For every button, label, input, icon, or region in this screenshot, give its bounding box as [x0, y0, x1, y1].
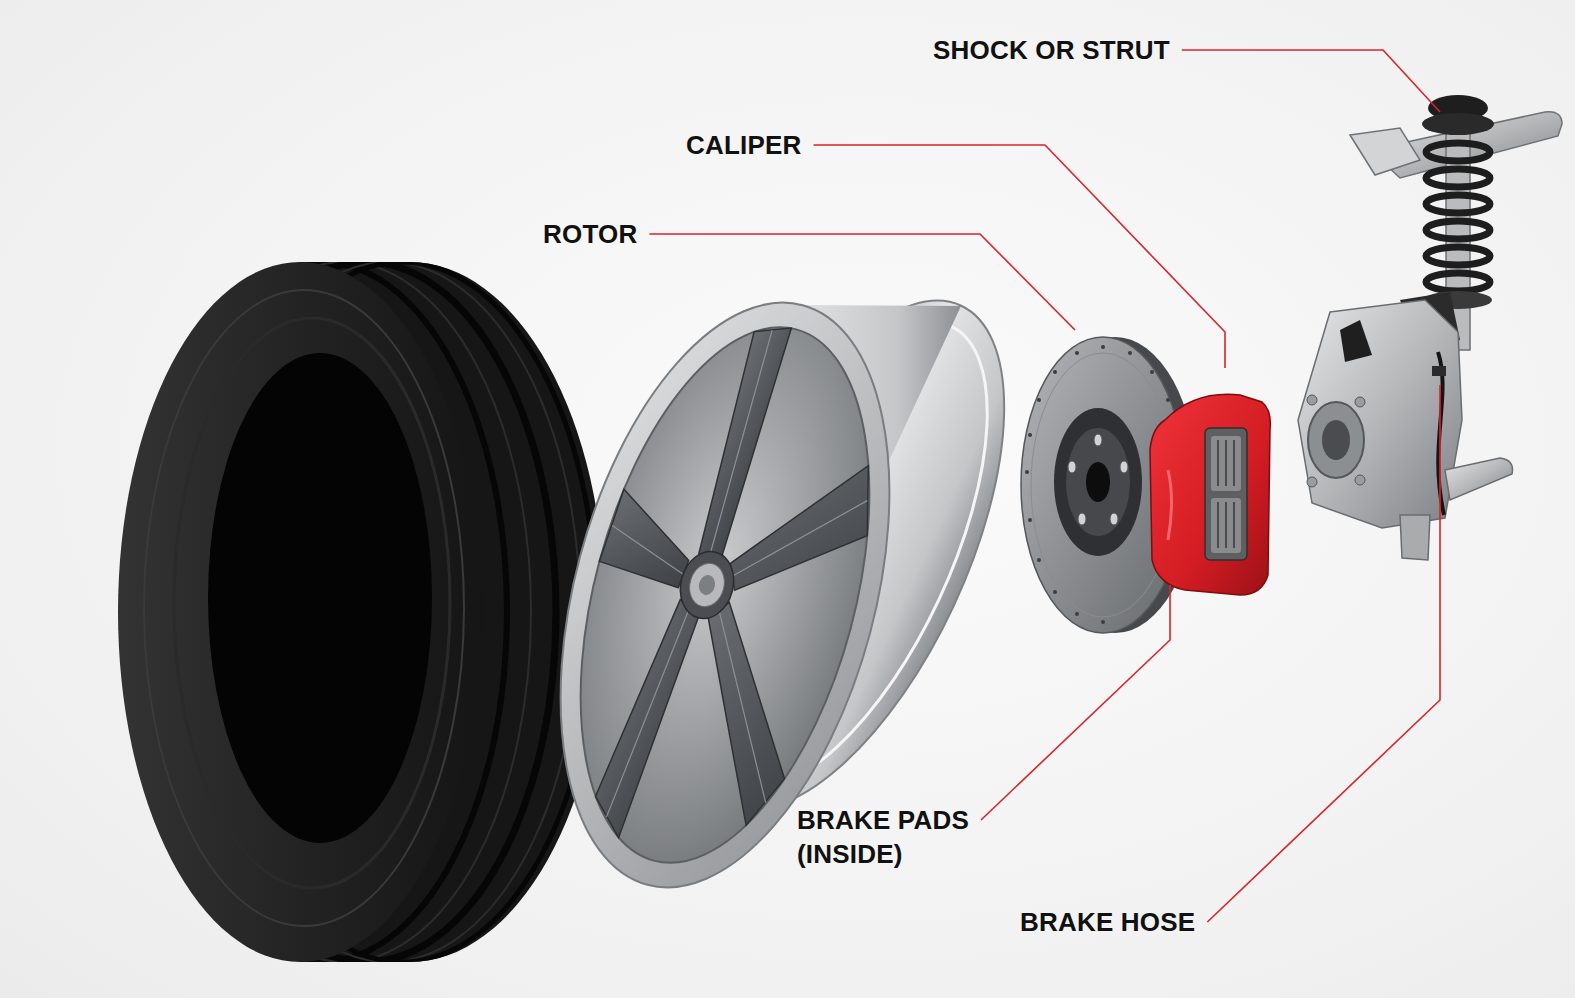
leader-line	[981, 585, 1170, 820]
wheel	[502, 255, 1070, 924]
part-label: CALIPER	[686, 128, 802, 162]
part-label: BRAKE HOSE	[1020, 905, 1195, 939]
leader-line	[1207, 385, 1440, 922]
suspension-strut-knuckle	[1298, 95, 1562, 560]
leader-line	[649, 234, 1075, 330]
leader-line	[814, 145, 1225, 368]
part-label: ROTOR	[543, 217, 637, 251]
leader-line	[1182, 50, 1440, 112]
brake-caliper	[1150, 394, 1270, 595]
tire	[118, 262, 605, 962]
part-label: BRAKE PADS (INSIDE)	[797, 803, 997, 871]
part-label: SHOCK OR STRUT	[933, 33, 1170, 67]
brake-rotor	[1021, 337, 1197, 633]
